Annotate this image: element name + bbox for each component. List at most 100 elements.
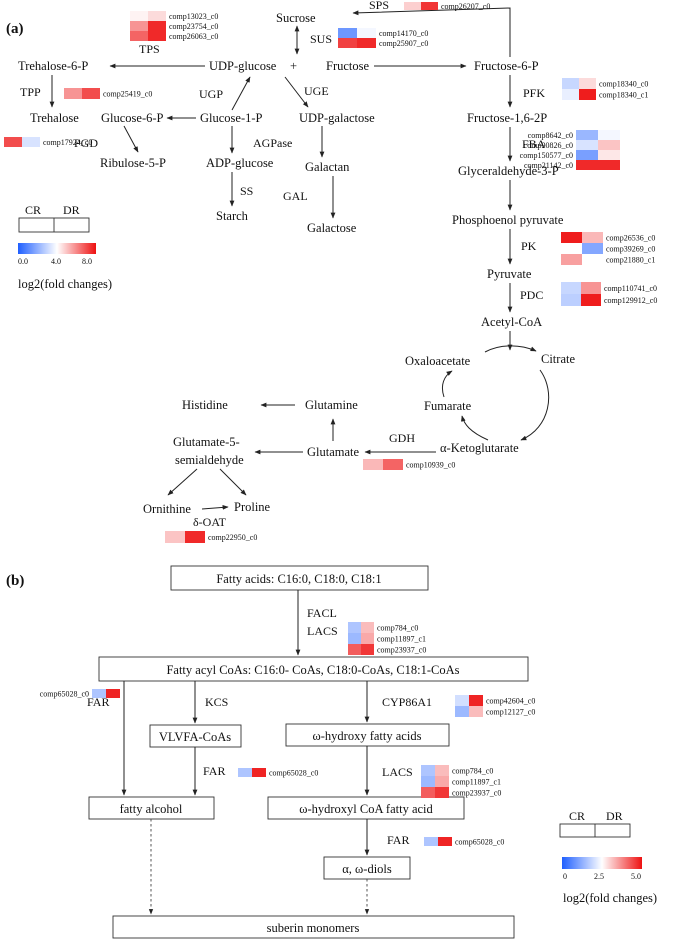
gene-id-label: comp39269_c0 [606, 245, 655, 254]
gene-id-label: comp150577_c0 [520, 151, 573, 160]
node-fructose-16-2p: Fructose-1,6-2P [467, 111, 547, 125]
heatmap-cell-cr [363, 459, 383, 470]
enzyme-pfk: PFK [523, 86, 545, 100]
heatmap-cell-cr [338, 38, 357, 48]
heatmap-cell-cr [130, 21, 148, 31]
heatmap-cell-dr [581, 282, 601, 294]
node-histidine: Histidine [182, 398, 228, 412]
heatmap-far-right: comp65028_c0 [424, 837, 504, 847]
heatmap-cell-dr [582, 232, 603, 243]
box-w-hydroxyl-coa-label: ω-hydroxyl CoA fatty acid [299, 802, 433, 816]
node-trehalose: Trehalose [30, 111, 79, 125]
node-trehalose-6p: Trehalose-6-P [18, 59, 88, 73]
heatmap-cell-cr [92, 689, 106, 698]
heatmap-cell-cr [562, 89, 579, 100]
node-phosphoenol-pyruvate: Phosphoenol pyruvate [452, 213, 564, 227]
enzyme-tpp: TPP [20, 85, 41, 99]
heatmap-cell-cr [130, 31, 148, 41]
heatmap-fba: comp8642_c0comp90826_c0comp150577_c0comp… [520, 130, 620, 170]
heatmap-cell-cr [576, 130, 598, 140]
gene-id-label: comp10939_c0 [406, 461, 455, 470]
heatmap-far-left: comp65028_c0 [40, 689, 120, 699]
enzyme-ugp: UGP [199, 87, 223, 101]
enzyme-cyp86a1: CYP86A1 [382, 695, 432, 709]
heatmap-cell-cr [421, 787, 435, 798]
node-acetyl-coa: Acetyl-CoA [481, 315, 542, 329]
heatmap-cell-cr [421, 776, 435, 787]
gene-id-label: comp18340_c1 [599, 91, 648, 100]
heatmap-cell-dr [435, 787, 449, 798]
node-glutamine: Glutamine [305, 398, 358, 412]
node-adp-glucose: ADP-glucose [206, 156, 274, 170]
enzyme-uge: UGE [304, 84, 329, 98]
enzyme-kcs: KCS [205, 695, 228, 709]
gene-id-label: comp65028_c0 [40, 690, 89, 699]
heatmap-cell-dr [598, 140, 620, 150]
enzyme-d-oat: δ-OAT [193, 515, 227, 529]
enzyme-tps: TPS [139, 42, 160, 56]
gene-id-label: comp17924_c0 [43, 138, 92, 147]
node-glutamate: Glutamate [307, 445, 360, 459]
gene-id-label: comp784_c0 [377, 624, 418, 633]
legend-a: CR DR 0.0 4.0 8.0 log2(fold changes) [18, 203, 112, 291]
heatmap-cell-cr [421, 765, 435, 776]
enzyme-lacs-1: LACS [307, 624, 338, 638]
enzyme-gal: GAL [283, 189, 308, 203]
legend-a-tick-2: 8.0 [82, 257, 92, 266]
node-glyceraldehyde-3p: Glyceraldehyde-3-P [458, 164, 559, 178]
enzyme-agpase: AGPase [253, 136, 292, 150]
heatmap-cell-dr [438, 837, 452, 846]
enzyme-far-1: FAR [87, 695, 109, 709]
heatmap-cell-dr [421, 2, 438, 10]
heatmap-cell-dr [361, 622, 374, 633]
gene-id-label: comp42604_c0 [486, 697, 535, 706]
heatmap-cell-cr [576, 160, 598, 170]
legend-a-colorbar [18, 243, 96, 254]
heatmap-cell-cr [561, 294, 581, 306]
heatmap-cell-cr [238, 768, 252, 777]
heatmap-cell-cr [561, 243, 582, 254]
gene-id-label: comp65028_c0 [455, 838, 504, 847]
legend-b-colorbar [562, 857, 642, 869]
node-galactan: Galactan [305, 160, 350, 174]
node-glucose-6p: Glucose-6-P [101, 111, 164, 125]
enzyme-pk: PK [521, 239, 537, 253]
heatmap-cell-dr [435, 765, 449, 776]
node-galactose: Galactose [307, 221, 357, 235]
box-w-hydroxyl-coa [267, 796, 465, 820]
heatmap-cell-dr [361, 644, 374, 655]
enzyme-far-3: FAR [387, 833, 409, 847]
box-fatty-acyl-coas [98, 656, 529, 682]
heatmap-cell-cr [424, 837, 438, 846]
box-fatty-acids-label: Fatty acids: C16:0, C18:0, C18:1 [216, 572, 381, 586]
pathway-arrows-b [121, 590, 370, 915]
pathway-arrows-a [49, 7, 550, 510]
heatmap-cell-dr [148, 31, 166, 41]
heatmap-cell-dr [435, 776, 449, 787]
heatmap-pfk: comp18340_c0 comp18340_c1 [562, 78, 648, 100]
heatmap-cell-dr [582, 254, 603, 265]
node-citrate: Citrate [541, 352, 575, 366]
gene-id-label: comp110741_c0 [604, 284, 657, 293]
heatmap-pgd: comp17924_c0 [4, 137, 92, 147]
heatmap-far-mid: comp65028_c0 [238, 768, 318, 778]
node-ribulose-5p: Ribulose-5-P [100, 156, 166, 170]
node-fumarate: Fumarate [424, 399, 472, 413]
heatmap-cell-dr [581, 294, 601, 306]
gene-id-label: comp25419_c0 [103, 90, 152, 99]
enzyme-lacs-2: LACS [382, 765, 413, 779]
heatmap-cell-dr [361, 633, 374, 644]
heatmap-layer: comp13023_c0comp23754_c0comp26063_c0comp… [4, 2, 657, 847]
heatmap-cell-cr [165, 531, 185, 543]
heatmap-cell-cr [562, 78, 579, 89]
heatmap-cell-cr [561, 282, 581, 294]
gene-id-label: comp18340_c0 [599, 80, 648, 89]
heatmap-cell-cr [404, 2, 421, 10]
gene-id-label: comp21142_c0 [524, 161, 573, 170]
gene-id-label: comp25907_c0 [379, 39, 428, 48]
gene-id-label: comp12127_c0 [486, 708, 535, 717]
